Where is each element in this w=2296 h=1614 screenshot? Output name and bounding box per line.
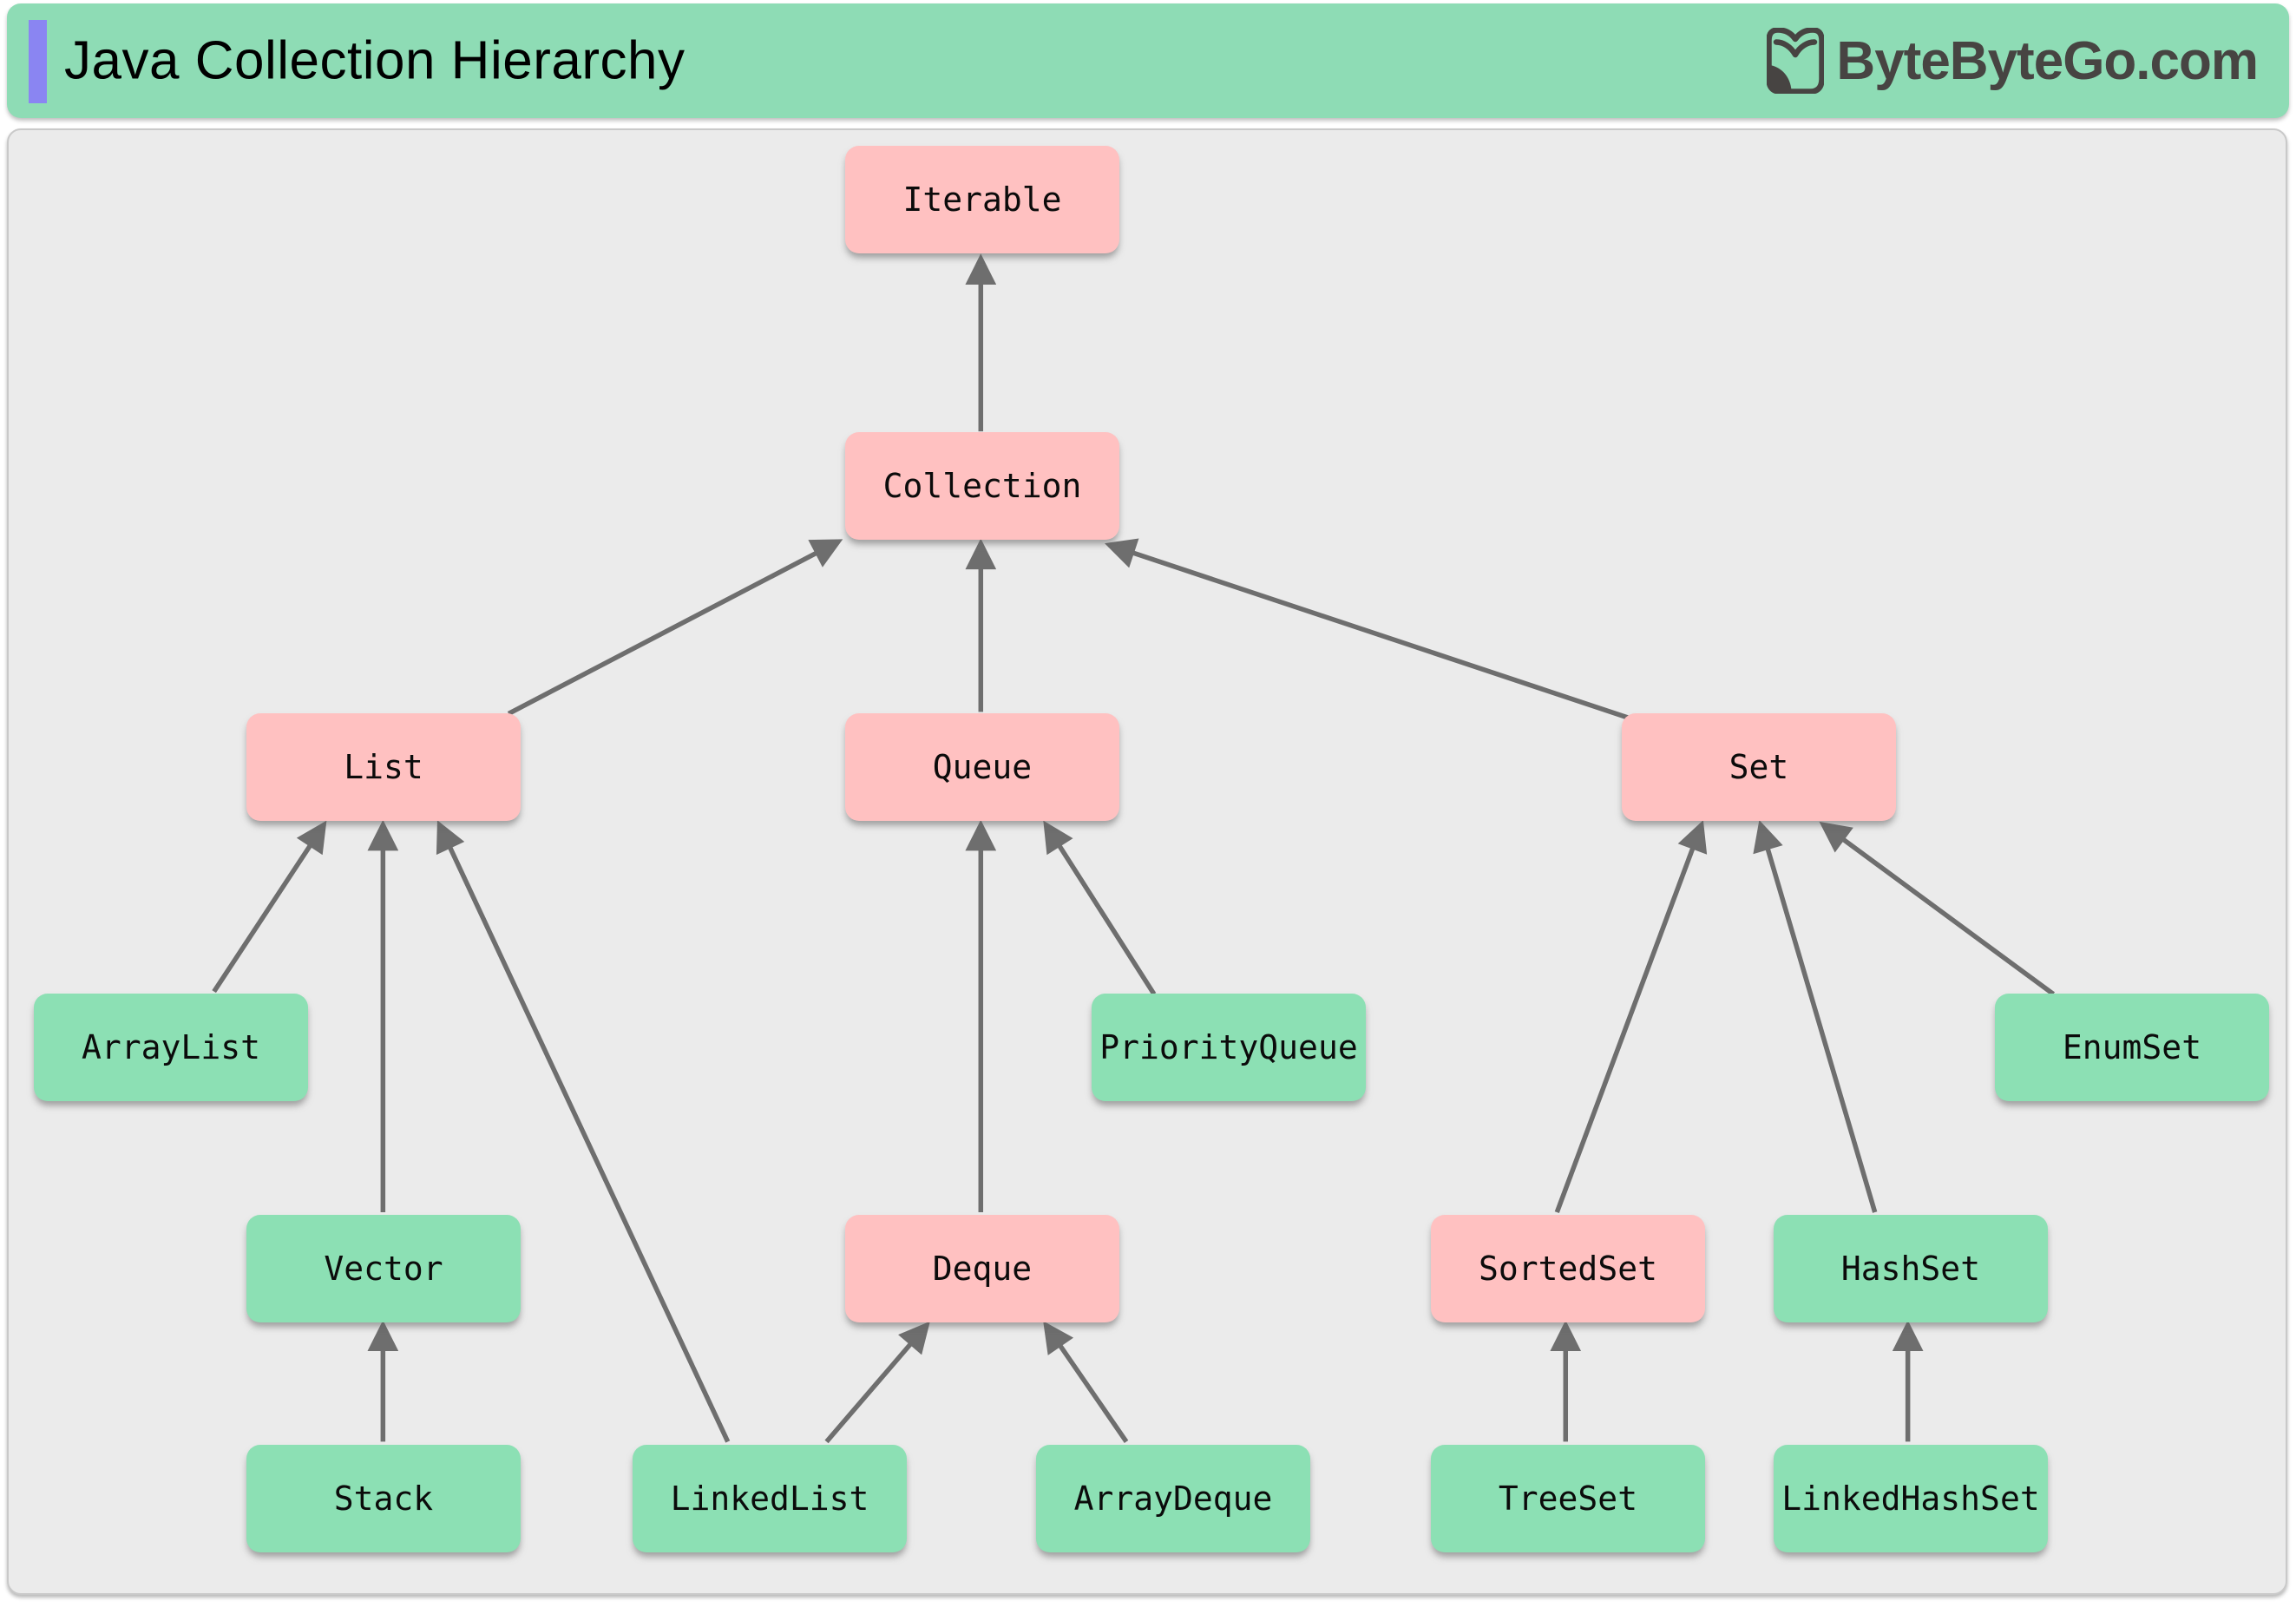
node-treeset: TreeSet xyxy=(1431,1445,1705,1552)
brand-logo: ByteByteGo.com xyxy=(1767,28,2259,94)
edge-linkedlist-to-list xyxy=(436,820,731,1443)
brand-text: ByteByteGo.com xyxy=(1836,30,2259,91)
node-arraydeque: ArrayDeque xyxy=(1036,1445,1310,1552)
node-queue: Queue xyxy=(845,713,1119,821)
bytebytego-owl-icon xyxy=(1767,28,1825,94)
node-iterable: Iterable xyxy=(845,146,1119,253)
node-linkedlist: LinkedList xyxy=(633,1445,907,1552)
node-stack: Stack xyxy=(246,1445,521,1552)
edge-list-to-collection xyxy=(507,539,843,716)
edge-arraydeque-to-deque xyxy=(1043,1321,1129,1443)
node-set: Set xyxy=(1622,713,1896,821)
page-title: Java Collection Hierarchy xyxy=(64,30,686,91)
node-collection: Collection xyxy=(845,432,1119,540)
node-hashset: HashSet xyxy=(1774,1215,2048,1322)
edge-priorityqueue-to-queue xyxy=(1043,820,1157,996)
node-vector: Vector xyxy=(246,1215,521,1322)
edge-sortedset-to-set xyxy=(1554,820,1708,1213)
edge-enumset-to-set xyxy=(1819,821,2056,996)
node-arraylist: ArrayList xyxy=(34,994,308,1101)
node-priorityqueue: PriorityQueue xyxy=(1092,994,1366,1101)
header: Java Collection Hierarchy ByteByteGo.com xyxy=(7,3,2289,118)
edge-group xyxy=(212,253,2056,1444)
node-list: List xyxy=(246,713,521,821)
node-deque: Deque xyxy=(845,1215,1119,1322)
edge-set-to-collection xyxy=(1104,538,1630,720)
node-sortedset: SortedSet xyxy=(1431,1215,1705,1322)
edge-arraylist-to-list xyxy=(212,820,327,994)
accent-bar xyxy=(29,20,47,103)
node-enumset: EnumSet xyxy=(1995,994,2269,1101)
hierarchy-arrows xyxy=(212,253,2056,1444)
edge-hashset-to-set xyxy=(1753,819,1878,1213)
edge-linkedlist-to-deque xyxy=(824,1321,930,1444)
node-linkedhashset: LinkedHashSet xyxy=(1774,1445,2048,1552)
